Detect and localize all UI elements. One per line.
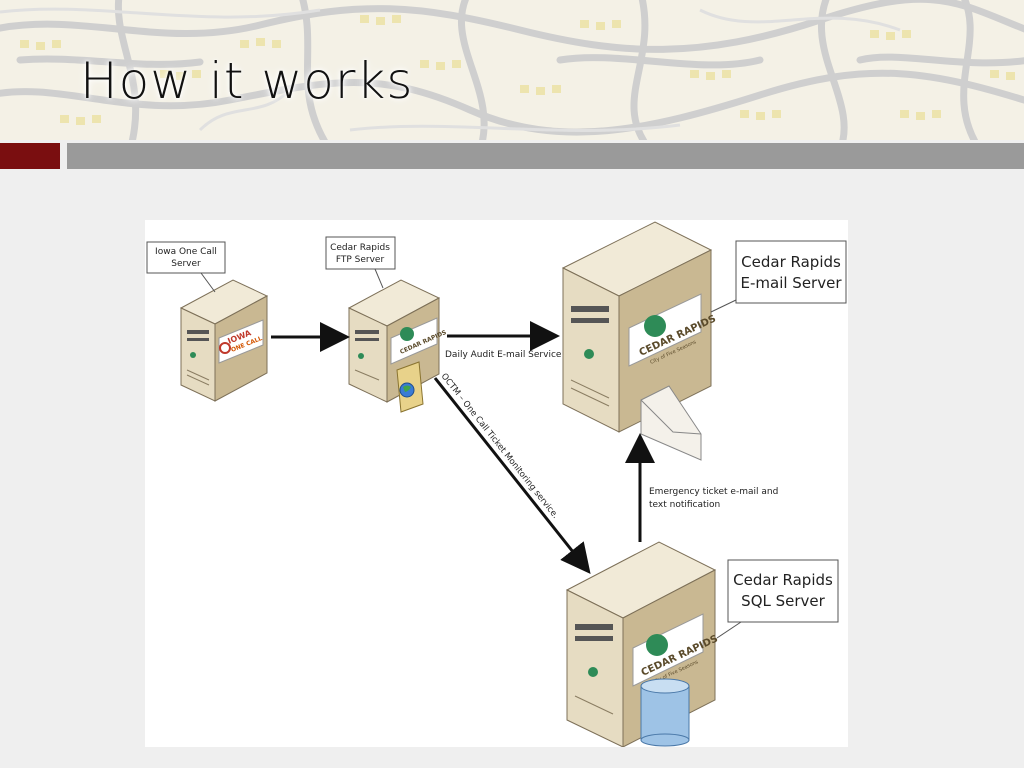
architecture-diagram: IOWA ONE CALL Iowa One Call Server CEDAR… xyxy=(145,220,848,747)
accent-bar-red xyxy=(0,143,60,169)
database-icon xyxy=(640,678,690,747)
daily-audit-label: Daily Audit E-mail Service xyxy=(445,350,562,360)
svg-text:Cedar Rapids: Cedar Rapids xyxy=(733,571,833,589)
ftp-server-label: Cedar Rapids FTP Server xyxy=(325,236,396,289)
street-map-background xyxy=(0,0,1024,140)
iowa-one-call-label: Iowa One Call Server xyxy=(146,241,226,293)
arrow-ftp-to-sql xyxy=(433,377,591,575)
ftp-server: CEDAR RAPIDS xyxy=(347,279,448,413)
accent-bar-gray xyxy=(67,143,1024,169)
svg-text:Server: Server xyxy=(171,259,201,269)
folder-globe-icon xyxy=(396,361,424,413)
emergency-label-line1: Emergency ticket e-mail and xyxy=(649,487,778,497)
svg-text:FTP Server: FTP Server xyxy=(336,255,385,265)
svg-text:SQL Server: SQL Server xyxy=(741,592,825,610)
email-server: CEDAR RAPIDS City of Five Seasons xyxy=(561,221,718,461)
emergency-label-line2: text notification xyxy=(649,500,720,510)
header-banner: How it works xyxy=(0,0,1024,140)
svg-text:E-mail Server: E-mail Server xyxy=(741,274,843,292)
svg-text:Cedar Rapids: Cedar Rapids xyxy=(330,243,390,253)
iowa-one-call-server: IOWA ONE CALL xyxy=(179,279,269,402)
svg-text:Iowa One Call: Iowa One Call xyxy=(155,247,217,257)
slide-title: How it works xyxy=(80,52,414,110)
sql-server-label: Cedar Rapids SQL Server xyxy=(716,559,839,639)
envelope-icon xyxy=(640,385,702,461)
octm-label: OCTM – One Call Ticket Monitoring servic… xyxy=(439,372,560,521)
email-server-label: Cedar Rapids E-mail Server xyxy=(710,240,847,313)
sql-server: CEDAR RAPIDS City of Five Seasons xyxy=(565,541,720,747)
svg-text:Cedar Rapids: Cedar Rapids xyxy=(741,253,841,271)
